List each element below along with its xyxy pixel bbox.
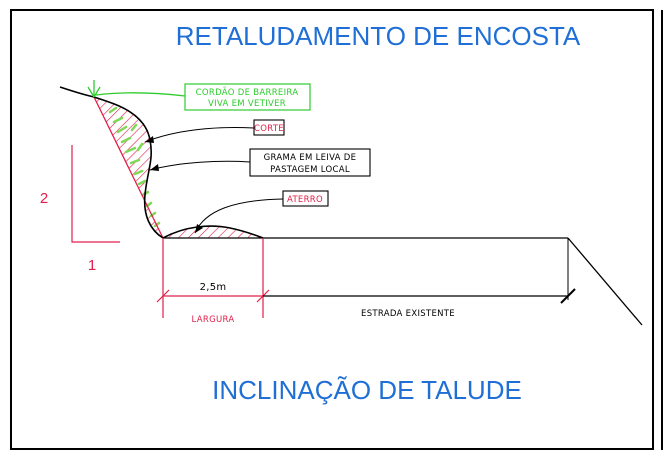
width-label: LARGURA (192, 315, 235, 325)
slope-ratio-vertical: 2 (40, 190, 48, 207)
fill-callout-label: ATERRO (287, 195, 323, 205)
width-dimension (156, 238, 270, 318)
fill-leader-arrow (195, 224, 203, 233)
barrier-marker (87, 80, 186, 98)
slope-ratio-horizontal: 1 (88, 257, 96, 274)
drawing-frame (10, 9, 654, 450)
cut-leader (144, 127, 255, 143)
barrier-callout-line-2: VIVA EM VETIVER (208, 99, 286, 109)
width-value: 2,5m (200, 282, 227, 293)
diagram-title: RETALUDAMENTO DE ENCOSTA (176, 21, 581, 51)
cut-callout-label: CORTE (254, 124, 284, 134)
slope-ratio-lines (71, 145, 120, 243)
cut-callout-box (253, 119, 285, 136)
diagram-subtitle: INCLINAÇÃO DE TALUDE (212, 375, 522, 405)
road-dimension-tick (560, 288, 576, 304)
fill-callout-box (282, 190, 329, 207)
new-slope-line (93, 96, 164, 239)
grass-callout-line-1: GRAMA EM LEIVA DE (264, 153, 357, 163)
barrier-callout-line-1: CORDÃO DE BARREIRA (196, 87, 299, 98)
cut-leader-arrow (145, 136, 154, 143)
road-label: ESTRADA EXISTENTE (361, 309, 455, 319)
grass-callout-box (249, 148, 371, 177)
right-edge-line (661, 10, 663, 450)
grass-leader-arrow (150, 164, 159, 171)
grass-leader (149, 160, 251, 171)
grass-callout-line-2: PASTAGEM LOCAL (270, 165, 350, 175)
right-edge (659, 0, 668, 461)
road-embankment (567, 237, 643, 326)
barrier-callout-box (184, 83, 311, 111)
